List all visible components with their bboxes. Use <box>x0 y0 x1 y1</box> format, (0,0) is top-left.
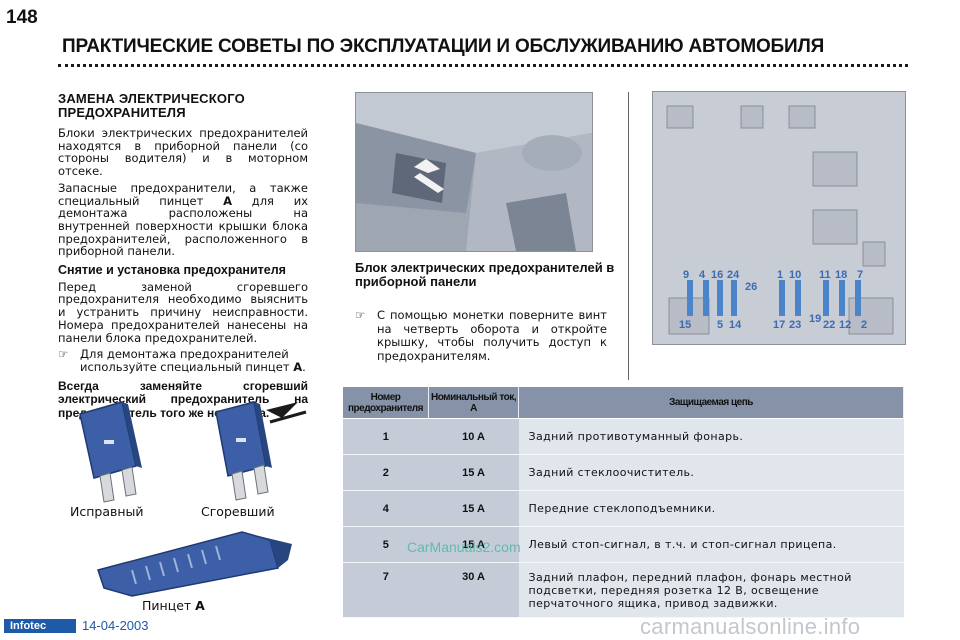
tweezers-letter: A <box>293 359 303 374</box>
fuse-number: 18 <box>835 269 847 281</box>
caption-good-fuse: Исправный <box>70 504 144 519</box>
good-fuse-illustration <box>79 401 142 503</box>
fuse-number: 2 <box>861 319 867 331</box>
infotec-logo: Infotec <box>4 619 76 633</box>
fuse-amperage-cell: 15 A <box>428 490 519 527</box>
bullet-text: Для демонтажа предохранителей используйт… <box>80 348 308 373</box>
caption-tweezers: Пинцет A <box>142 598 205 613</box>
fuse-circuit-cell: Левый стоп-сигнал, в т.ч. и стоп-сигнал … <box>518 526 904 563</box>
fuse-amperage-cell: 10 A <box>428 418 519 455</box>
fuse-circuit-cell: Задний плафон, передний плафон, фонарь м… <box>518 562 904 618</box>
fuse-amperage-cell: 30 A <box>428 562 519 618</box>
fuse-number: 22 <box>823 319 835 331</box>
pointing-hand-icon: ☞ <box>58 347 69 362</box>
fuse-number: 17 <box>773 319 785 331</box>
dotted-divider <box>58 64 908 67</box>
tweezers-illustration <box>97 531 292 597</box>
tweezers-letter: A <box>223 193 232 208</box>
fuse-number: 7 <box>857 269 863 281</box>
fuse-number: 15 <box>679 319 691 331</box>
page-number: 148 <box>6 7 38 28</box>
table-row: 7 30 A Задний плафон, передний плафон, ф… <box>343 562 904 618</box>
watermark-link[interactable]: CarManuals2.com <box>407 539 521 555</box>
fuse-amperage-cell: 15 A <box>428 526 519 563</box>
tweezers-bullet: ☞ Для демонтажа предохранителей использу… <box>58 347 308 374</box>
fuse-number: 11 <box>819 269 831 281</box>
fuse-number: 26 <box>745 281 757 293</box>
column-header-circuit: Защищаемая цепь <box>518 387 904 419</box>
fuse-number: 10 <box>789 269 801 281</box>
column-header-amperage: Номинальный ток, А <box>428 387 519 419</box>
text: . <box>302 359 306 374</box>
intro-paragraph: Блоки электрических предохранителей нахо… <box>58 126 308 179</box>
text: Для демонтажа предохранителей используйт… <box>80 347 294 374</box>
fuse-number: 19 <box>809 313 821 325</box>
pointing-hand-icon: ☞ <box>355 308 366 322</box>
blown-fuse-illustration <box>215 401 307 501</box>
column-header-number: Номер предохранителя <box>343 387 429 419</box>
text: для их демонтажа расположены на внутренн… <box>58 193 309 259</box>
fuse-circuit-cell: Задний противотуманный фонарь. <box>518 418 904 455</box>
fuse-circuit-cell: Передние стеклоподъемники. <box>518 490 904 527</box>
table-row: 4 15 A Передние стеклоподъемники. <box>343 490 904 527</box>
fuse-circuit-cell: Задний стеклоочиститель. <box>518 454 904 491</box>
table-row: 2 15 A Задний стеклоочиститель. <box>343 454 904 491</box>
section-heading: ЗАМЕНА ЭЛЕКТРИЧЕСКОГО ПРЕДОХРАНИТЕЛЯ <box>58 92 308 119</box>
spare-fuses-paragraph: Запасные предохранители, а также специал… <box>58 182 308 258</box>
open-cover-bullet: ☞ С помощью монетки поверните винт на че… <box>355 308 607 363</box>
caption-blown-fuse: Сгоревший <box>201 504 275 519</box>
text: Запасные предохранители, а также специал… <box>58 180 308 208</box>
tweezers-letter: A <box>195 598 205 613</box>
table-header-row: Номер предохранителя Номинальный ток, А … <box>343 387 904 419</box>
text: Пинцет <box>142 598 196 613</box>
fuse-amperage-cell: 15 A <box>428 454 519 491</box>
fuse-number: 12 <box>839 319 851 331</box>
left-column: ЗАМЕНА ЭЛЕКТРИЧЕСКОГО ПРЕДОХРАНИТЕЛЯ Бло… <box>58 92 308 420</box>
fuse-illustrations <box>79 401 307 503</box>
fuse-number: 9 <box>683 269 689 281</box>
heading-line-2: ПРЕДОХРАНИТЕЛЯ <box>58 104 186 120</box>
fuse-number-cell: 2 <box>343 454 429 491</box>
footer-site-watermark[interactable]: carmanualsonline.info <box>640 614 861 639</box>
fuse-number-cell: 1 <box>343 418 429 455</box>
panel-block-title: Блок электрических предохранителей в при… <box>355 260 615 289</box>
fuse-number: 24 <box>727 269 740 281</box>
fuse-number-cell: 5 <box>343 526 429 563</box>
fuse-number: 14 <box>729 319 742 331</box>
fuse-box-diagram: 9 4 16 24 1 10 11 18 7 26 15 5 14 17 23 … <box>652 91 906 345</box>
bullet-text: С помощью монетки поверните винт на четв… <box>377 308 607 363</box>
heading-line-1: ЗАМЕНА ЭЛЕКТРИЧЕСКОГО <box>58 91 245 106</box>
table-row: 1 10 A Задний противотуманный фонарь. <box>343 418 904 455</box>
page-title: ПРАКТИЧЕСКИЕ СОВЕТЫ ПО ЭКСПЛУАТАЦИИ И ОБ… <box>62 36 825 57</box>
fuse-number-cell: 7 <box>343 562 429 618</box>
fuse-number-cell: 4 <box>343 490 429 527</box>
fuse-number: 5 <box>717 319 723 331</box>
table-row: 5 15 A Левый стоп-сигнал, в т.ч. и стоп-… <box>343 526 904 563</box>
fuse-number: 1 <box>777 269 783 281</box>
dashboard-fuse-panel-photo <box>355 92 593 252</box>
subheading: Снятие и установка предохранителя <box>58 263 286 278</box>
footer-date: 14-04-2003 <box>82 618 149 633</box>
replacement-paragraph: Перед заменой сгоревшего предохранителя … <box>58 279 308 345</box>
fuse-table: Номер предохранителя Номинальный ток, А … <box>343 387 904 618</box>
fuse-number: 23 <box>789 319 801 331</box>
fuse-number: 16 <box>711 269 723 281</box>
fuse-number: 4 <box>699 269 706 281</box>
column-divider <box>628 92 629 380</box>
